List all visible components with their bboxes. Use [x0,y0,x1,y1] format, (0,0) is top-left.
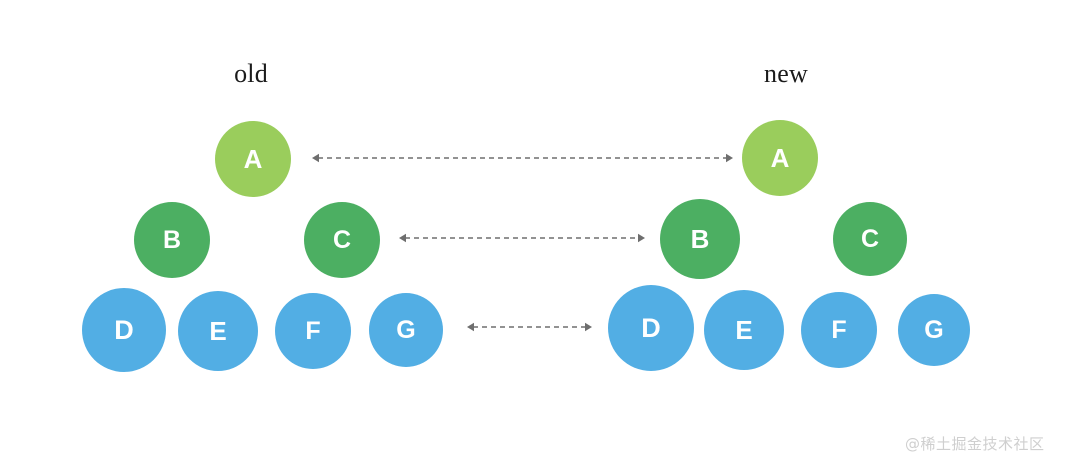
tree-label-old: old [234,59,268,88]
tree-node-old-g[interactable]: G [369,293,443,367]
tree-node-label: A [243,144,263,174]
tree-node-label: E [209,316,227,346]
tree-node-label: F [305,316,321,345]
tree-node-label: D [641,312,661,343]
tree-node-label: B [162,225,182,254]
tree-node-label: E [735,315,753,345]
comparison-arrow-compare-level-2 [457,316,602,338]
tree-node-new-g[interactable]: G [898,294,970,366]
tree-node-new-b[interactable]: B [660,199,740,279]
tree-node-label: G [396,315,416,344]
tree-node-new-e[interactable]: E [704,290,784,370]
tree-node-label: A [770,143,790,173]
tree-label-new: new [764,59,808,88]
tree-node-label: C [860,224,880,253]
comparison-arrow-compare-level-0 [302,147,743,169]
tree-node-label: F [831,315,847,344]
tree-node-old-c[interactable]: C [304,202,380,278]
comparison-arrow-compare-level-1 [389,227,655,249]
tree-node-new-a[interactable]: A [742,120,818,196]
tree-node-label: C [332,225,352,254]
tree-node-old-a[interactable]: A [215,121,291,197]
tree-node-label: G [924,315,944,344]
tree-node-old-f[interactable]: F [275,293,351,369]
tree-node-new-d[interactable]: D [608,285,694,371]
watermark: @稀土掘金技术社区 [905,435,1045,453]
tree-node-old-d[interactable]: D [82,288,166,372]
tree-node-old-b[interactable]: B [134,202,210,278]
tree-node-label: D [114,314,134,345]
tree-node-label: B [690,224,710,254]
tree-node-new-c[interactable]: C [833,202,907,276]
tree-node-new-f[interactable]: F [801,292,877,368]
tree-node-old-e[interactable]: E [178,291,258,371]
